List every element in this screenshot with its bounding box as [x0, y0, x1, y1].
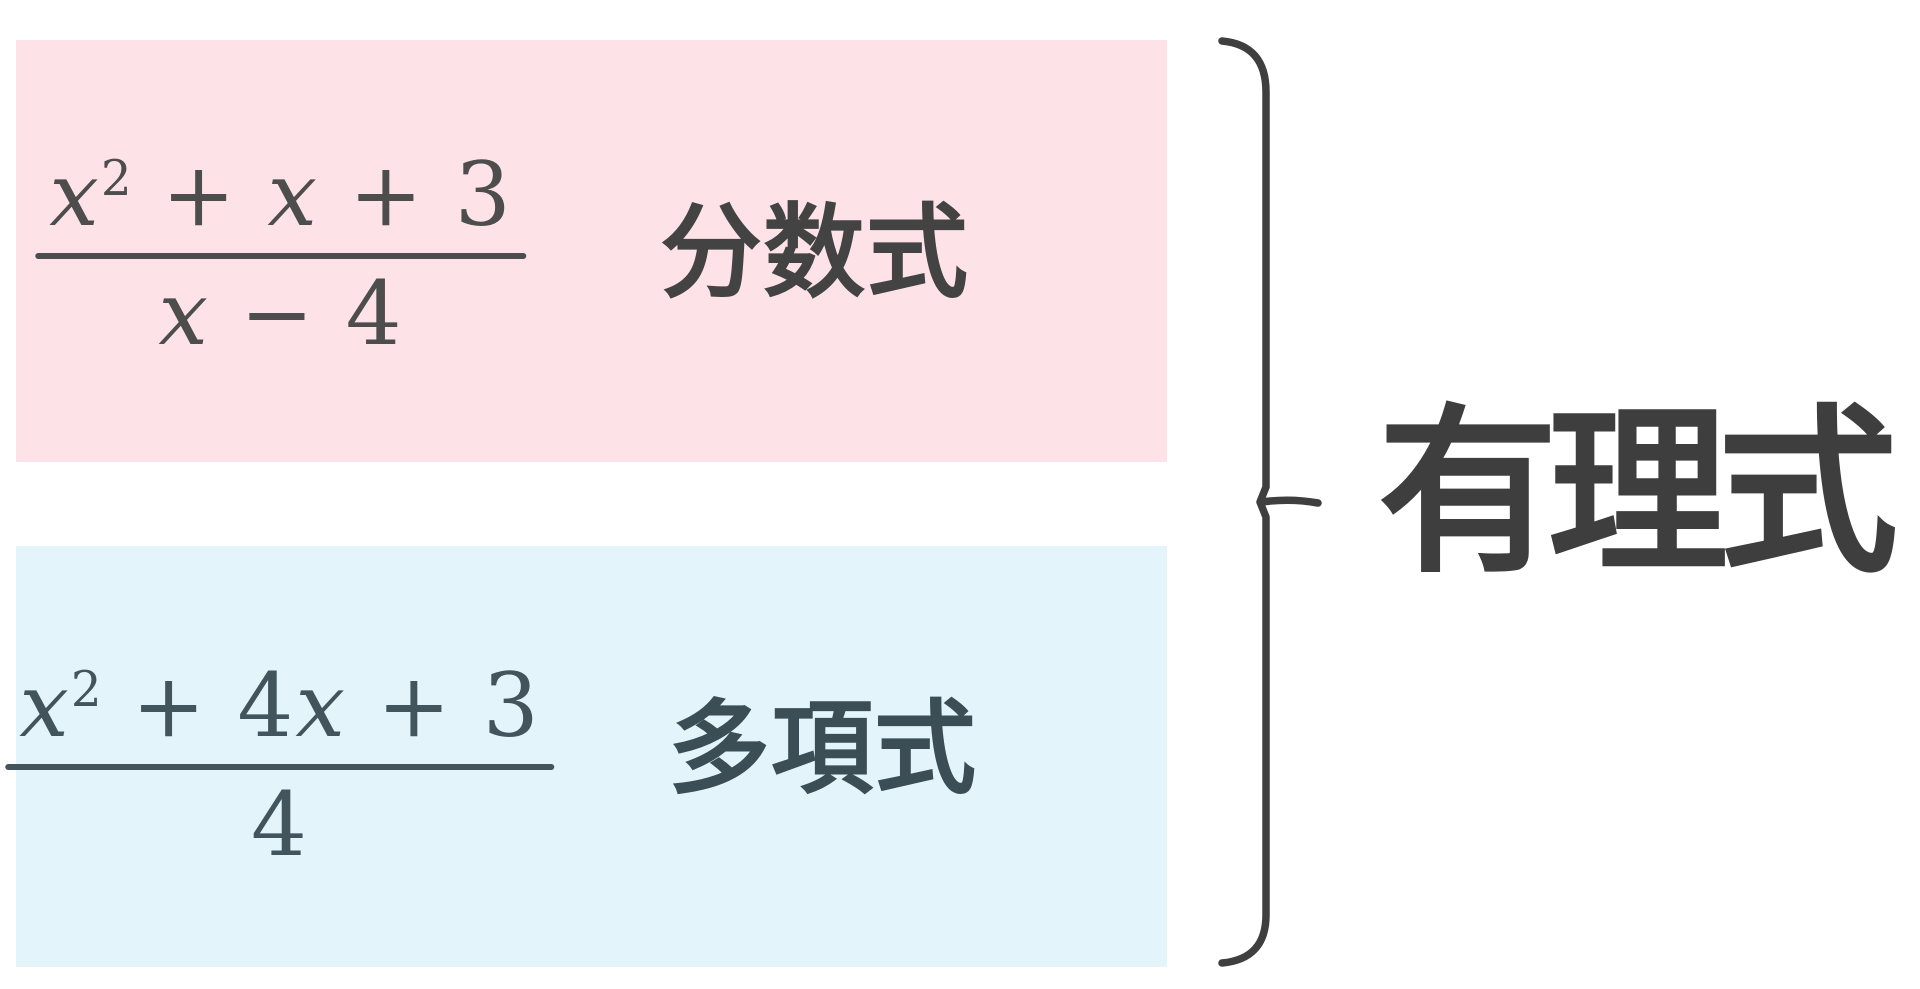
polynomial-formula: x2 + 4x + 3 4 [5, 654, 555, 876]
numerator: x2 + 4x + 3 [5, 654, 554, 757]
math-term: + 4 [101, 654, 296, 757]
denominator: x − 4 [144, 261, 417, 365]
fraction-bar [5, 763, 555, 770]
denominator: 4 [237, 772, 323, 876]
math-term: 4 [250, 772, 309, 876]
math-term: − 4 [209, 261, 404, 365]
math-term: x [19, 654, 71, 757]
rational-expression-label: 有理式 [1378, 389, 1898, 598]
polynomial-label: 多項式 [668, 690, 977, 809]
fractional-expression-box [16, 40, 1167, 462]
fraction-bar [35, 252, 527, 259]
math-exponent: 2 [70, 662, 102, 718]
math-term: x [295, 654, 348, 757]
math-exponent: 2 [100, 151, 132, 207]
math-term: + 3 [347, 654, 541, 757]
math-term: x [158, 261, 210, 365]
math-term: x [49, 143, 101, 246]
fractional-expression-label: 分数式 [660, 194, 969, 313]
fractional-expression-formula: x2 + x + 3 x − 4 [35, 143, 527, 365]
polynomial-box [16, 546, 1167, 967]
math-term: + [131, 143, 268, 246]
math-term: x [267, 143, 320, 246]
math-term: + 3 [319, 143, 513, 246]
numerator: x2 + x + 3 [35, 143, 526, 246]
